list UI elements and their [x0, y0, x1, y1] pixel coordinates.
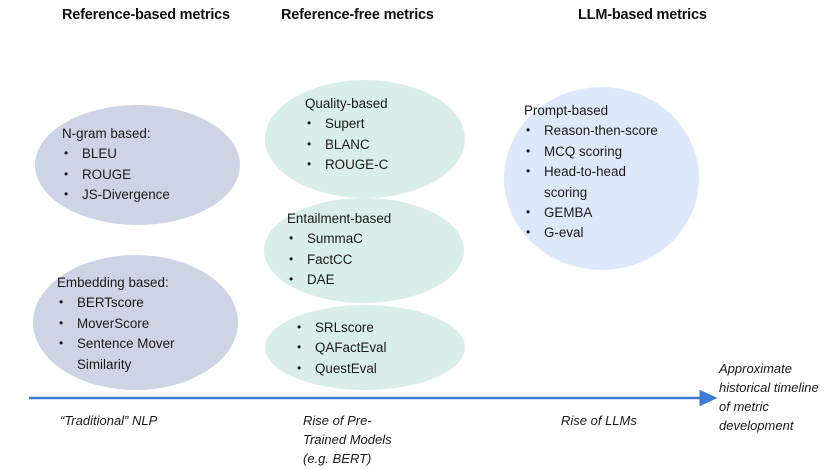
- era-label-pretrained-models: Rise of Pre- Trained Models (e.g. BERT): [303, 413, 392, 466]
- bubble-quality-list: Supert BLANC ROUGE-C: [305, 114, 388, 175]
- list-item: MCQ scoring: [524, 142, 658, 162]
- list-item: JS-Divergence: [62, 185, 170, 205]
- bubble-prompt-list: Reason-then-score MCQ scoring Head-to-he…: [524, 121, 658, 243]
- list-item: BERTscore: [57, 293, 175, 313]
- timeline-note: Approximate historical timeline of metri…: [719, 361, 819, 433]
- list-item: BLEU: [62, 144, 170, 164]
- bubble-ngram-based: N-gram based: BLEU ROUGE JS-Divergence: [35, 105, 240, 225]
- bubble-entailment-title: Entailment-based: [287, 211, 392, 226]
- timeline-arrow: [29, 389, 718, 407]
- bubble-srl-list: SRLscore QAFactEval QuestEval: [295, 318, 386, 379]
- bubble-embedding-list: BERTscore MoverScore Sentence Mover Simi…: [57, 293, 175, 375]
- list-item: Supert: [305, 114, 388, 134]
- list-item: QuestEval: [295, 359, 386, 379]
- bubble-entailment-based: Entailment-based SummaC FactCC DAE: [264, 198, 464, 303]
- list-item: G-eval: [524, 223, 658, 243]
- bubble-quality-title: Quality-based: [305, 96, 388, 111]
- bubble-ngram-title: N-gram based:: [62, 126, 151, 141]
- bubble-quality-based: Quality-based Supert BLANC ROUGE-C: [265, 80, 465, 198]
- bubble-quality-content: Quality-based Supert BLANC ROUGE-C: [305, 94, 388, 176]
- list-item: Head-to-head: [524, 162, 658, 182]
- list-item: Sentence Mover: [57, 334, 175, 354]
- list-item-continuation: scoring: [544, 184, 588, 200]
- bubble-prompt-based: Prompt-based Reason-then-score MCQ scori…: [504, 87, 699, 270]
- column-heading-reference-free: Reference-free metrics: [281, 7, 434, 23]
- column-heading-llm-based: LLM-based metrics: [578, 7, 707, 23]
- bubble-srl-group: SRLscore QAFactEval QuestEval: [265, 305, 465, 390]
- bubble-embedding-based: Embedding based: BERTscore MoverScore Se…: [33, 255, 238, 390]
- list-item: DAE: [287, 270, 391, 290]
- list-item: FactCC: [287, 250, 391, 270]
- list-item: GEMBA: [524, 203, 658, 223]
- list-item: MoverScore: [57, 314, 175, 334]
- list-item: SRLscore: [295, 318, 386, 338]
- era-label-traditional-nlp: “Traditional” NLP: [60, 413, 158, 428]
- list-item: ROUGE-C: [305, 155, 388, 175]
- bubble-embedding-content: Embedding based: BERTscore MoverScore Se…: [57, 273, 175, 375]
- list-item: QAFactEval: [295, 338, 386, 358]
- column-heading-reference-based: Reference-based metrics: [62, 7, 230, 23]
- list-item: SummaC: [287, 229, 391, 249]
- bubble-ngram-content: N-gram based: BLEU ROUGE JS-Divergence: [62, 124, 170, 206]
- bubble-embedding-title: Embedding based:: [57, 275, 169, 290]
- bubble-srl-content: SRLscore QAFactEval QuestEval: [295, 318, 386, 379]
- bubble-prompt-content: Prompt-based Reason-then-score MCQ scori…: [524, 101, 658, 244]
- bubble-prompt-title: Prompt-based: [524, 103, 609, 118]
- bubble-entailment-list: SummaC FactCC DAE: [287, 229, 391, 290]
- list-item-continuation: Similarity: [77, 356, 132, 372]
- era-label-rise-of-llms: Rise of LLMs: [561, 413, 637, 428]
- list-item: ROUGE: [62, 165, 170, 185]
- bubble-entailment-content: Entailment-based SummaC FactCC DAE: [287, 209, 391, 291]
- list-item: BLANC: [305, 135, 388, 155]
- bubble-ngram-list: BLEU ROUGE JS-Divergence: [62, 144, 170, 205]
- list-item: Reason-then-score: [524, 121, 658, 141]
